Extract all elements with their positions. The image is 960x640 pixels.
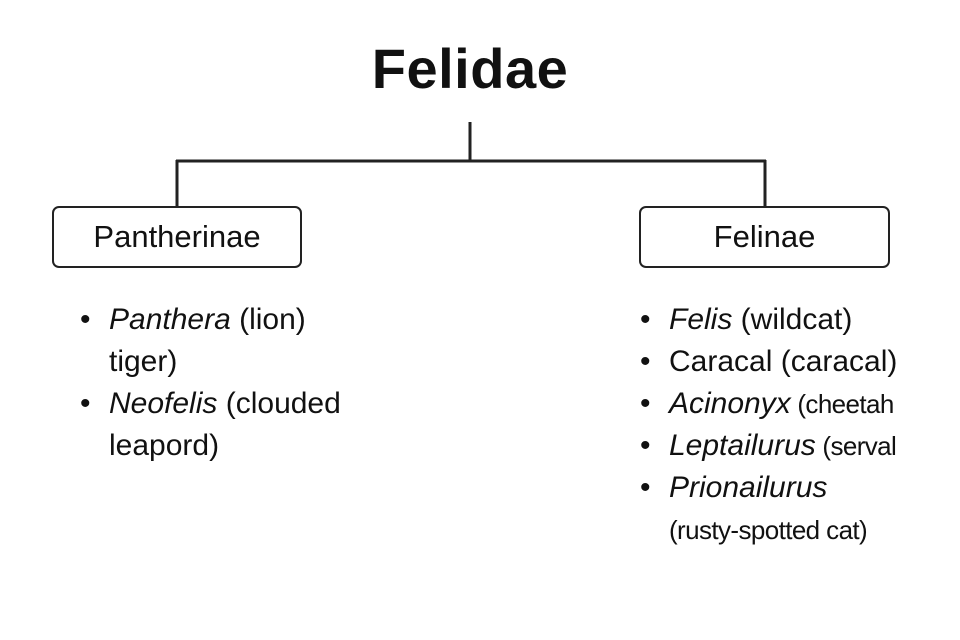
common-name-continued: (rusty-spotted cat)	[669, 515, 868, 545]
species-item-felis: • Felis (wildcat)	[640, 299, 960, 341]
genus-name: Leptailurus	[669, 429, 816, 462]
bullet: •	[640, 429, 651, 462]
common-name: (clouded	[217, 387, 341, 420]
common-name: (caracal)	[772, 345, 898, 378]
genus-name: Neofelis	[109, 387, 218, 420]
bullet: •	[640, 471, 651, 504]
bullet: •	[640, 345, 651, 378]
common-name-continued: leapord)	[109, 429, 220, 462]
common-name: (wildcat)	[732, 303, 853, 336]
genus-name: Panthera	[109, 303, 231, 336]
common-name: (serval	[815, 431, 897, 461]
species-item-prionailurus: • Prionailurus (rusty-spotted cat)	[640, 467, 960, 551]
subfamily-node-pantherinae: Pantherinae	[52, 206, 302, 268]
common-name: (lion)	[230, 303, 306, 336]
subfamily-label: Felinae	[713, 219, 816, 254]
species-item-caracal: • Caracal (caracal)	[640, 341, 960, 383]
bullet: •	[80, 303, 91, 336]
bullet: •	[640, 303, 651, 336]
bullet: •	[640, 387, 651, 420]
genus-name: Acinonyx	[669, 387, 791, 420]
root-node-felidae: Felidae	[371, 37, 569, 100]
species-item-panthera: • Panthera (lion) tiger)	[80, 299, 400, 383]
genus-name: Prionailurus	[669, 471, 828, 504]
pantherinae-species-list: • Panthera (lion) tiger) • Neofelis (clo…	[80, 299, 400, 467]
species-item-leptailurus: • Leptailurus (serval	[640, 425, 960, 467]
common-name-continued: tiger)	[109, 345, 178, 378]
species-item-acinonyx: • Acinonyx (cheetah	[640, 383, 960, 425]
bullet: •	[80, 387, 91, 420]
felinae-species-list: • Felis (wildcat) • Caracal (caracal) • …	[640, 299, 960, 551]
genus-name: Caracal	[669, 345, 773, 378]
subfamily-label: Pantherinae	[93, 219, 261, 254]
species-item-neofelis: • Neofelis (clouded leapord)	[80, 383, 400, 467]
genus-name: Felis	[669, 303, 733, 336]
common-name: (cheetah	[790, 389, 894, 419]
subfamily-node-felinae: Felinae	[639, 206, 890, 268]
